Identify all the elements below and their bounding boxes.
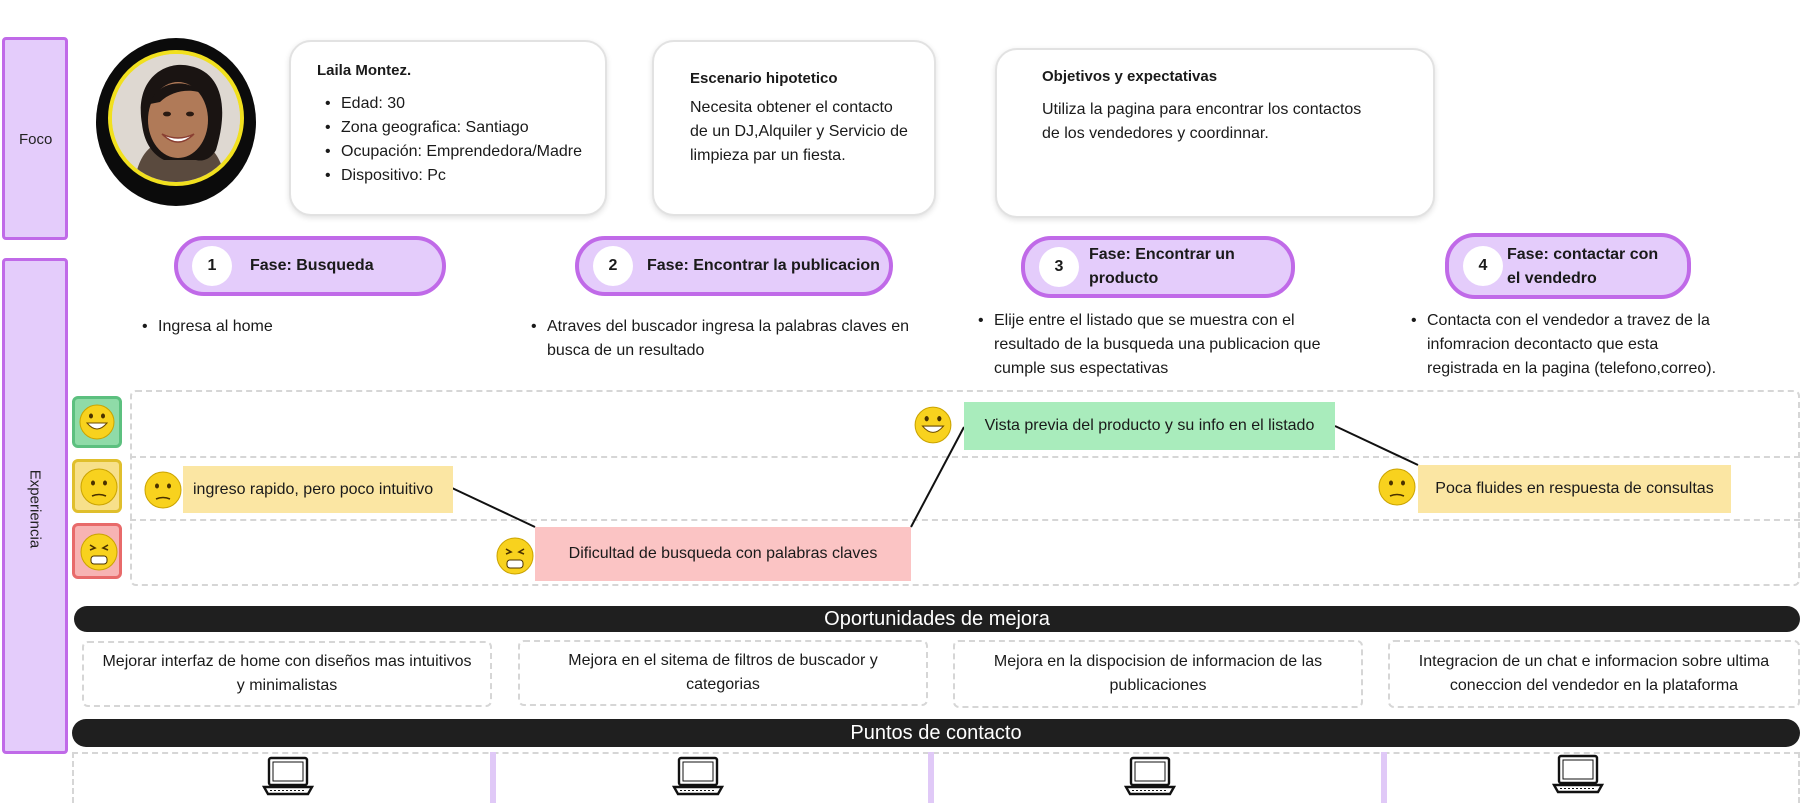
phase-3-title: Fase: Encontrar un producto <box>1089 246 1235 287</box>
scenario-card: Escenario hipotetico Necesita obtener el… <box>652 40 936 216</box>
lane-divider-1 <box>130 456 1800 458</box>
neutral-face-icon <box>144 471 182 509</box>
objectives-line-1: Utiliza la pagina para encontrar los con… <box>1042 101 1362 118</box>
laptop-icon <box>262 756 314 796</box>
laptop-icon <box>1124 756 1176 796</box>
phase-3-number: 3 <box>1039 247 1079 287</box>
neutral-face-icon <box>80 468 118 506</box>
phase-2-description: Atraves del buscador ingresa la palabras… <box>529 315 909 363</box>
phase-2-title: Fase: Encontrar la publicacion <box>647 257 880 274</box>
persona-avatar <box>96 38 256 206</box>
phase-1-number: 1 <box>192 246 232 286</box>
focus-section-label: Foco <box>2 37 68 240</box>
persona-details: Edad: 30 Zona geografica: Santiago Ocupa… <box>317 92 582 188</box>
happy-lane-indicator <box>72 396 122 448</box>
neutral-lane-indicator <box>72 459 122 513</box>
touchpoints-lane <box>72 752 1800 803</box>
phase-1-title: Fase: Busqueda <box>250 257 374 274</box>
touchpoint-divider <box>1381 752 1387 803</box>
phase-4-description: Contacta con el vendedor a travez de la … <box>1409 309 1716 381</box>
focus-label-text: Foco <box>19 131 53 148</box>
phase-1-pill: 1 Fase: Busqueda <box>174 236 446 296</box>
touchpoints-header: Puntos de contacto <box>72 719 1800 747</box>
laptop-icon <box>1552 754 1604 794</box>
experience-point-phase-3: Vista previa del producto y su info en e… <box>964 402 1335 450</box>
scenario-title: Escenario hipotetico <box>690 70 838 87</box>
experience-point-phase-2: Dificultad de busqueda con palabras clav… <box>535 527 911 581</box>
persona-device: Dispositivo: Pc <box>317 164 582 188</box>
objectives-text: Utiliza la pagina para encontrar los con… <box>1042 98 1361 146</box>
persona-card: Laila Montez. Edad: 30 Zona geografica: … <box>289 40 607 216</box>
scenario-line-2: de un DJ,Alquiler y Servicio de <box>690 123 908 140</box>
opportunities-header: Oportunidades de mejora <box>74 606 1800 632</box>
phase-1-description: Ingresa al home <box>140 315 273 339</box>
touchpoint-divider <box>928 752 934 803</box>
persona-age: Edad: 30 <box>317 92 582 116</box>
opportunity-card: Integracion de un chat e informacion sob… <box>1388 640 1800 708</box>
grinning-face-icon <box>914 406 952 444</box>
persona-photo <box>108 50 244 186</box>
persona-occupation: Ocupación: Emprendedora/Madre <box>317 140 582 164</box>
scenario-line-3: limpieza par un fiesta. <box>690 147 846 164</box>
opportunity-card: Mejora en la dispocision de informacion … <box>953 640 1363 708</box>
objectives-line-2: de los vendedores y coordinnar. <box>1042 125 1269 142</box>
grinning-face-icon <box>79 404 115 440</box>
persona-name: Laila Montez. <box>317 62 412 79</box>
scenario-line-1: Necesita obtener el contacto <box>690 99 893 116</box>
touchpoint-divider <box>490 752 496 803</box>
phase-4-title: Fase: contactar con el vendedro <box>1507 246 1659 287</box>
neutral-face-icon <box>1378 468 1416 506</box>
tired-face-icon <box>80 533 118 571</box>
objectives-card: Objetivos y expectativas Utiliza la pagi… <box>995 48 1435 218</box>
opportunity-card: Mejorar interfaz de home con diseños mas… <box>82 641 492 707</box>
experience-point-phase-4: Poca fluides en respuesta de consultas <box>1418 465 1731 513</box>
experience-section-label: Experiencia <box>2 258 68 754</box>
laptop-icon <box>672 756 724 796</box>
phase-2-pill: 2 Fase: Encontrar la publicacion <box>575 236 893 296</box>
lane-divider-2 <box>130 519 1800 521</box>
tired-face-icon <box>496 537 534 575</box>
experience-point-phase-1: ingreso rapido, pero poco intuitivo <box>183 466 453 513</box>
opportunity-card: Mejora en el sitema de filtros de buscad… <box>518 640 928 706</box>
persona-zone: Zona geografica: Santiago <box>317 116 582 140</box>
phase-2-number: 2 <box>593 246 633 286</box>
phase-4-number: 4 <box>1463 246 1503 286</box>
emotion-lanes-area <box>130 390 1800 586</box>
phase-4-pill: 4 Fase: contactar con el vendedro <box>1445 233 1691 299</box>
phase-3-description: Elije entre el listado que se muestra co… <box>976 309 1320 381</box>
objectives-title: Objetivos y expectativas <box>1042 68 1218 85</box>
scenario-text: Necesita obtener el contacto de un DJ,Al… <box>690 96 908 168</box>
phase-3-pill: 3 Fase: Encontrar un producto <box>1021 236 1295 298</box>
frustrated-lane-indicator <box>72 523 122 579</box>
